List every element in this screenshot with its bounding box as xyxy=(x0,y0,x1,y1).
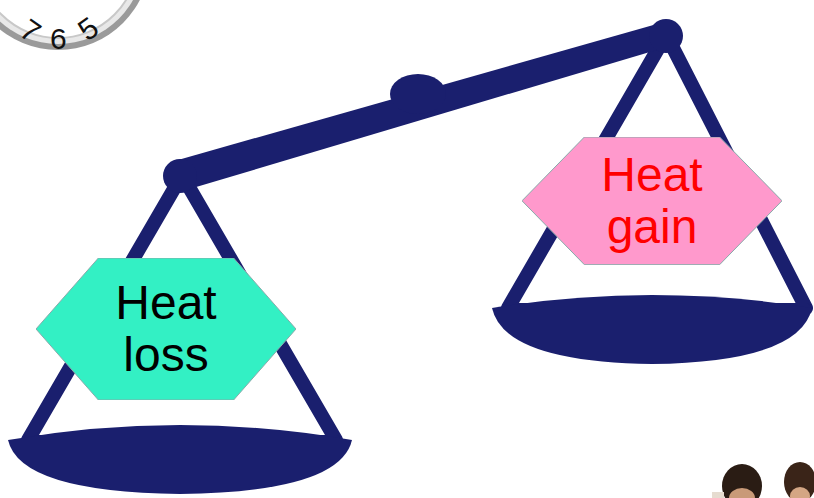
left-pan xyxy=(28,182,336,440)
people-photo xyxy=(712,462,814,498)
clock xyxy=(0,0,150,50)
heat-gain-hexagon: Heat gain xyxy=(522,137,782,265)
node-text: Heat gain xyxy=(587,149,717,253)
beam-knob xyxy=(390,74,446,114)
heat-loss-hexagon: Heat loss xyxy=(36,258,296,400)
pivot xyxy=(649,19,683,53)
clock-numeral: 6 xyxy=(50,22,67,56)
right-pan xyxy=(508,42,806,308)
right-dish xyxy=(492,295,812,364)
left-dish xyxy=(8,425,352,494)
node-text: Heat loss xyxy=(101,277,231,381)
pivot xyxy=(163,159,197,193)
